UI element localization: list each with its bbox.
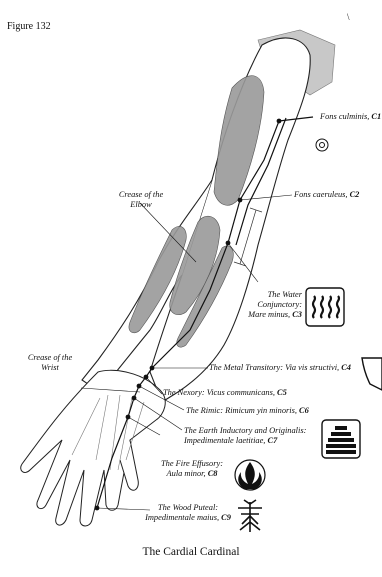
label-c7: The Earth Inductory and Originalis: Impe… xyxy=(184,426,306,446)
metal-symbol xyxy=(362,358,382,390)
label-c3: The Water Conjunctory: Mare minus, C3 xyxy=(238,290,302,320)
label-c2: Fons caeruleus, C2 xyxy=(294,190,359,200)
label-c6: The Rimic: Rimicum yin minoris, C6 xyxy=(186,406,309,416)
figure-label: Figure 132 xyxy=(7,21,51,32)
water-symbol xyxy=(306,288,344,326)
label-crease-wrist: Crease of the Wrist xyxy=(20,353,80,373)
label-c8: The Fire Effusory: Aula minor, C8 xyxy=(152,459,232,479)
wood-symbol xyxy=(238,500,262,532)
label-c4: The Metal Transitory: Via vis structivi,… xyxy=(209,363,351,373)
label-c5: The Nexory: Vicus communicans, C5 xyxy=(163,388,287,398)
fire-symbol xyxy=(235,460,265,490)
label-c1: Fons culminis, C1 xyxy=(320,112,381,122)
label-crease-elbow: Crease of the Elbow xyxy=(113,190,169,210)
figure-caption: The Cardial Cardinal xyxy=(0,546,382,558)
arm-outline xyxy=(82,38,310,402)
point-c1 xyxy=(277,119,282,124)
spiral-symbol xyxy=(316,139,328,151)
earth-symbol xyxy=(322,420,360,458)
corner-mark: \ xyxy=(347,12,350,22)
label-c9: The Wood Puteal: Impedimentale maius, C9 xyxy=(138,503,238,523)
